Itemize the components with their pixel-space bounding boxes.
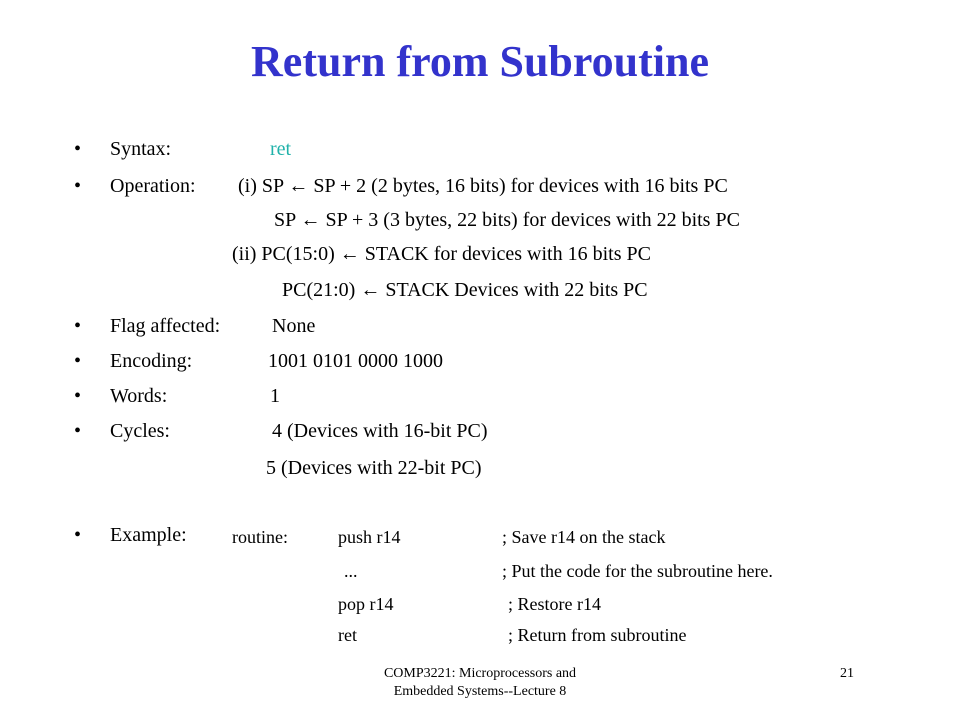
bullet-syntax: • [74,138,82,160]
syntax-label: Syntax: [110,138,172,160]
example-label: Example: [110,524,187,546]
bullet-flag: • [74,315,82,337]
footer-course: COMP3221: Microprocessors and Embedded S… [330,665,630,701]
bullet-operation: • [74,175,82,197]
cycles-label: Cycles: [110,420,170,442]
example-comment-1: ; Save r14 on the stack [502,527,666,547]
operation-line-4: PC(21:0) ← STACK Devices with 22 bits PC [282,279,648,301]
example-code-3: pop r14 [338,594,394,614]
slide-title: Return from Subroutine [251,37,709,86]
footer-course-line-2: Embedded Systems--Lecture 8 [393,684,567,699]
example-comment-4: ; Return from subroutine [508,625,687,645]
flag-value: None [272,315,316,337]
operation-line-3: (ii) PC(15:0) ← STACK for devices with 1… [232,243,651,265]
bullet-cycles: • [74,420,82,442]
example-code-2: ... [344,561,358,581]
example-comment-3: ; Restore r14 [508,594,601,614]
flag-label: Flag affected: [110,315,221,337]
footer-course-line-1: COMP3221: Microprocessors and [383,666,577,681]
example-routine-label: routine: [232,527,288,547]
example-code-4: ret [338,625,357,645]
example-code-1: push r14 [338,527,401,547]
bullet-encoding: • [74,350,82,372]
cycles-value-1: 4 (Devices with 16-bit PC) [272,420,488,442]
operation-label: Operation: [110,175,196,197]
bullet-example: • [74,524,82,546]
cycles-value-2: 5 (Devices with 22-bit PC) [266,457,482,479]
operation-line-2: SP ← SP + 3 (3 bytes, 22 bits) for devic… [274,209,740,231]
operation-line-1: (i) SP ← SP + 2 (2 bytes, 16 bits) for d… [238,175,728,197]
bullet-words: • [74,385,82,407]
encoding-label: Encoding: [110,350,193,372]
footer-page-number: 21 [840,666,854,681]
encoding-value: 1001 0101 0000 1000 [268,350,443,372]
words-value: 1 [270,385,280,407]
example-comment-2: ; Put the code for the subroutine here. [502,561,773,581]
words-label: Words: [110,385,168,407]
syntax-value: ret [270,138,292,160]
